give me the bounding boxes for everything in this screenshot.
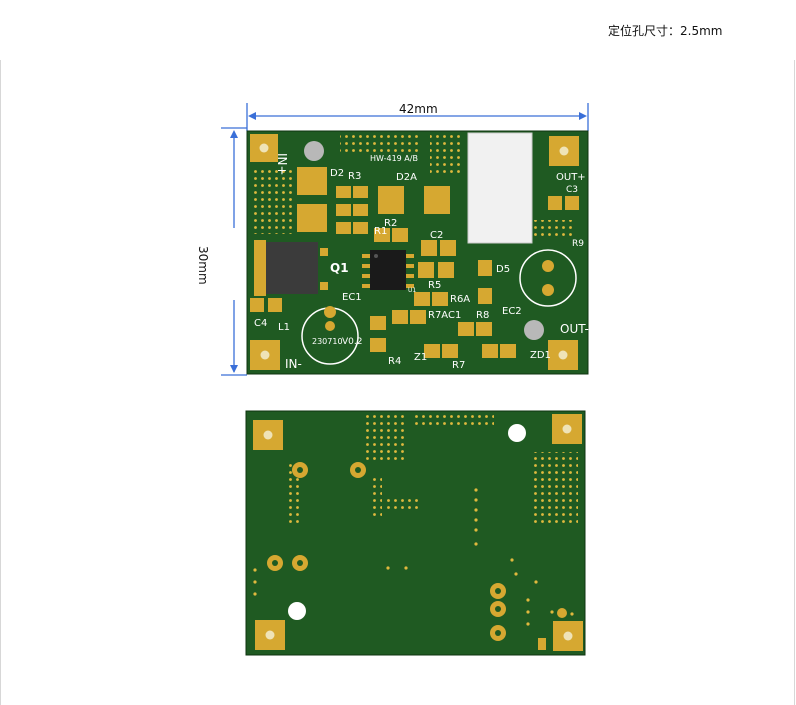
label-r7ac1: R7AC1 bbox=[428, 310, 461, 321]
ec2-capacitor bbox=[519, 249, 577, 307]
label-r6a: R6A bbox=[450, 294, 470, 305]
bottom-corner-pad-bottom-left bbox=[255, 620, 285, 650]
label-ec1: EC1 bbox=[342, 292, 362, 303]
output-connector bbox=[467, 132, 533, 244]
label-in-minus: IN- bbox=[285, 357, 302, 371]
hole-size-note: 定位孔尺寸：2.5mm bbox=[608, 24, 723, 38]
page-border-right bbox=[794, 60, 795, 705]
label-d2: D2 bbox=[330, 168, 344, 179]
mount-hole-top bbox=[304, 141, 324, 161]
q1-transistor bbox=[254, 240, 328, 296]
u1-ic bbox=[362, 250, 414, 290]
label-r8: R8 bbox=[476, 310, 489, 321]
width-dimension-label: 42mm bbox=[399, 102, 438, 116]
corner-pad-top-right bbox=[549, 136, 579, 166]
label-out-minus: OUT- bbox=[560, 322, 589, 336]
height-dimension-line bbox=[221, 127, 247, 376]
label-d5: D5 bbox=[496, 264, 510, 275]
pcb-bottom-view bbox=[245, 410, 586, 656]
label-version: V0.2 bbox=[342, 337, 362, 347]
label-r9: R9 bbox=[572, 239, 584, 249]
label-r4: R4 bbox=[388, 356, 401, 367]
page-border-left bbox=[0, 60, 1, 705]
label-u1: U1 bbox=[408, 287, 416, 294]
width-dimension-line bbox=[246, 103, 589, 131]
ec1-capacitor bbox=[301, 306, 359, 365]
bottom-corner-pad-bottom-right bbox=[553, 621, 583, 651]
corner-pad-bottom-left bbox=[250, 340, 280, 370]
label-l1: L1 bbox=[278, 322, 290, 333]
label-r5: R5 bbox=[428, 280, 441, 291]
label-in-plus: IN+ bbox=[275, 153, 289, 176]
label-c3: C3 bbox=[566, 185, 578, 195]
label-r2: R2 bbox=[384, 218, 397, 229]
label-board-id: HW-419 A/B bbox=[370, 154, 418, 163]
bottom-mount-hole-top bbox=[508, 424, 526, 442]
corner-pad-top-left bbox=[250, 134, 278, 162]
label-c4: C4 bbox=[254, 318, 267, 329]
label-q1: Q1 bbox=[330, 261, 349, 275]
pcb-top-view: IN+ IN- OUT+ OUT- D2 R3 HW-419 A/B D2A C… bbox=[246, 130, 589, 375]
mount-hole-right bbox=[524, 320, 544, 340]
label-r7: R7 bbox=[452, 360, 465, 371]
label-r1: R1 bbox=[374, 226, 387, 237]
label-out-plus: OUT+ bbox=[556, 172, 586, 183]
bottom-mount-hole-bottom bbox=[288, 602, 306, 620]
label-d2a: D2A bbox=[396, 172, 417, 183]
corner-pad-bottom-right bbox=[548, 340, 578, 370]
label-zd1: ZD1 bbox=[530, 350, 551, 361]
label-z1: Z1 bbox=[414, 352, 427, 363]
label-r3: R3 bbox=[348, 171, 361, 182]
bottom-corner-pad-top-right bbox=[552, 414, 582, 444]
label-ec2: EC2 bbox=[502, 306, 522, 317]
bottom-corner-pad-top-left bbox=[253, 420, 283, 450]
label-c2: C2 bbox=[430, 230, 443, 241]
label-date-code: 230710 bbox=[312, 337, 343, 346]
